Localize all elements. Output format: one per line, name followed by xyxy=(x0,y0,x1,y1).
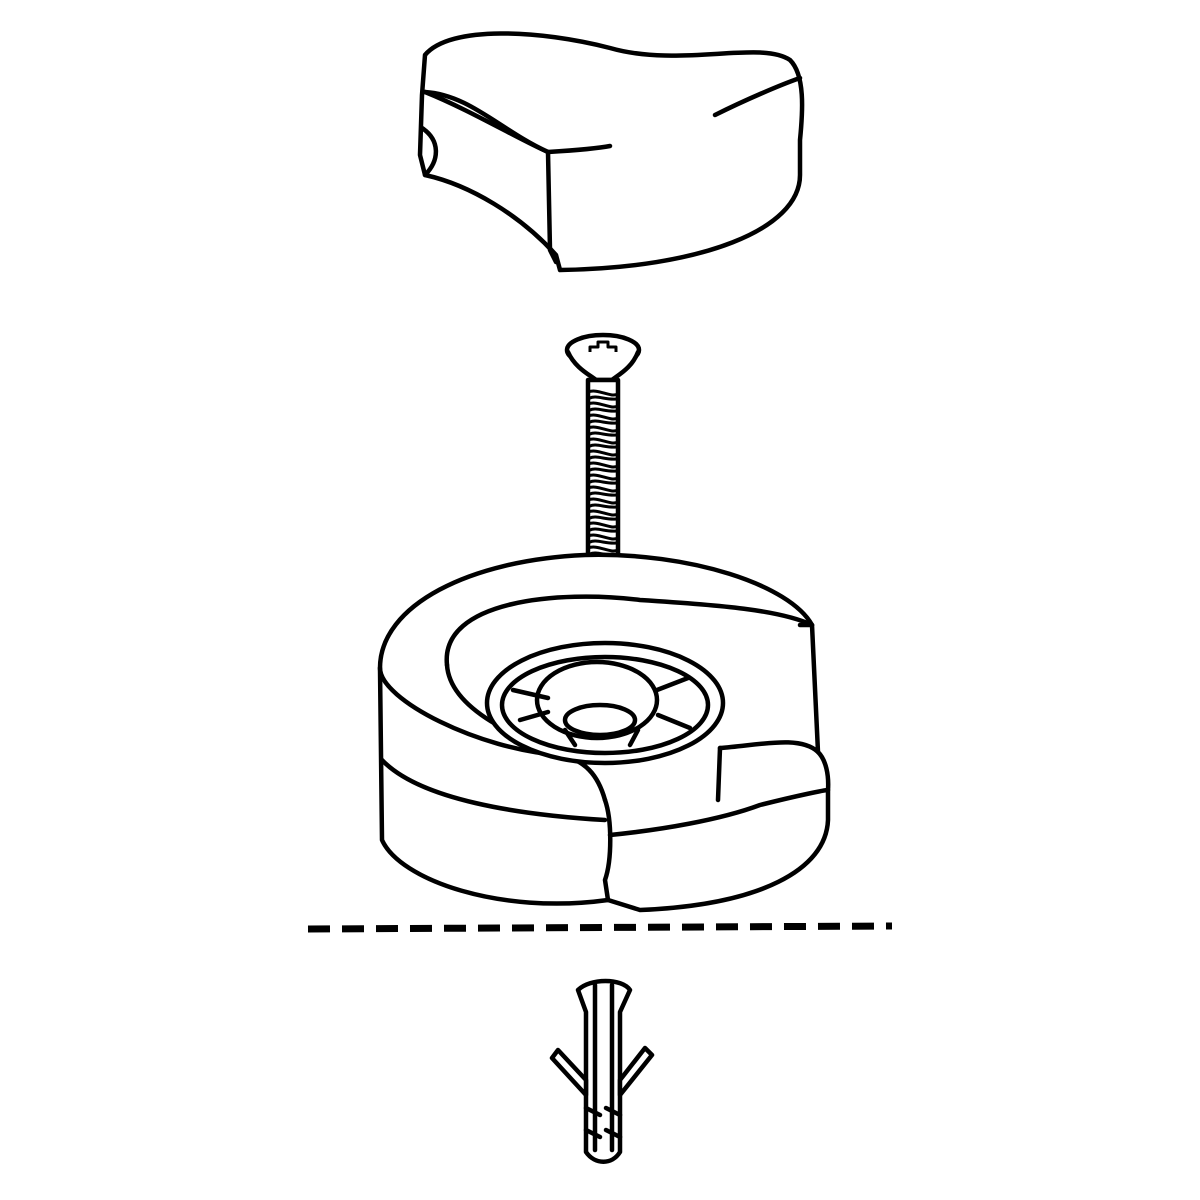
screw-thread xyxy=(588,539,618,545)
screw-thread xyxy=(586,461,620,469)
screw-thread xyxy=(588,515,618,521)
screw-thread xyxy=(586,413,620,421)
screw-thread xyxy=(586,449,620,457)
screw-thread xyxy=(588,455,618,461)
screw-thread xyxy=(586,533,620,541)
dashed-surface-line xyxy=(307,922,893,933)
screw-thread xyxy=(588,431,618,437)
screw-thread xyxy=(588,395,618,401)
screw-thread xyxy=(588,491,618,497)
screw-thread xyxy=(588,527,618,533)
screw-thread xyxy=(586,389,620,397)
wall-plug-icon xyxy=(549,978,655,1164)
door-stop-base-icon xyxy=(377,552,831,913)
screw-thread xyxy=(586,473,620,481)
screw-thread xyxy=(586,521,620,529)
screw-thread xyxy=(586,401,620,409)
screw-thread xyxy=(588,479,618,485)
screw-thread xyxy=(586,425,620,433)
screw-thread xyxy=(588,503,618,509)
screw-thread xyxy=(586,437,620,445)
screw-thread xyxy=(586,545,620,553)
screw-thread xyxy=(586,485,620,493)
screw-thread xyxy=(588,443,618,449)
screw-thread xyxy=(588,419,618,425)
rubber-cap-icon xyxy=(417,31,805,273)
screw-thread xyxy=(588,467,618,473)
screw-thread xyxy=(588,407,618,413)
screw-thread xyxy=(586,497,620,505)
screw-thread xyxy=(586,509,620,517)
